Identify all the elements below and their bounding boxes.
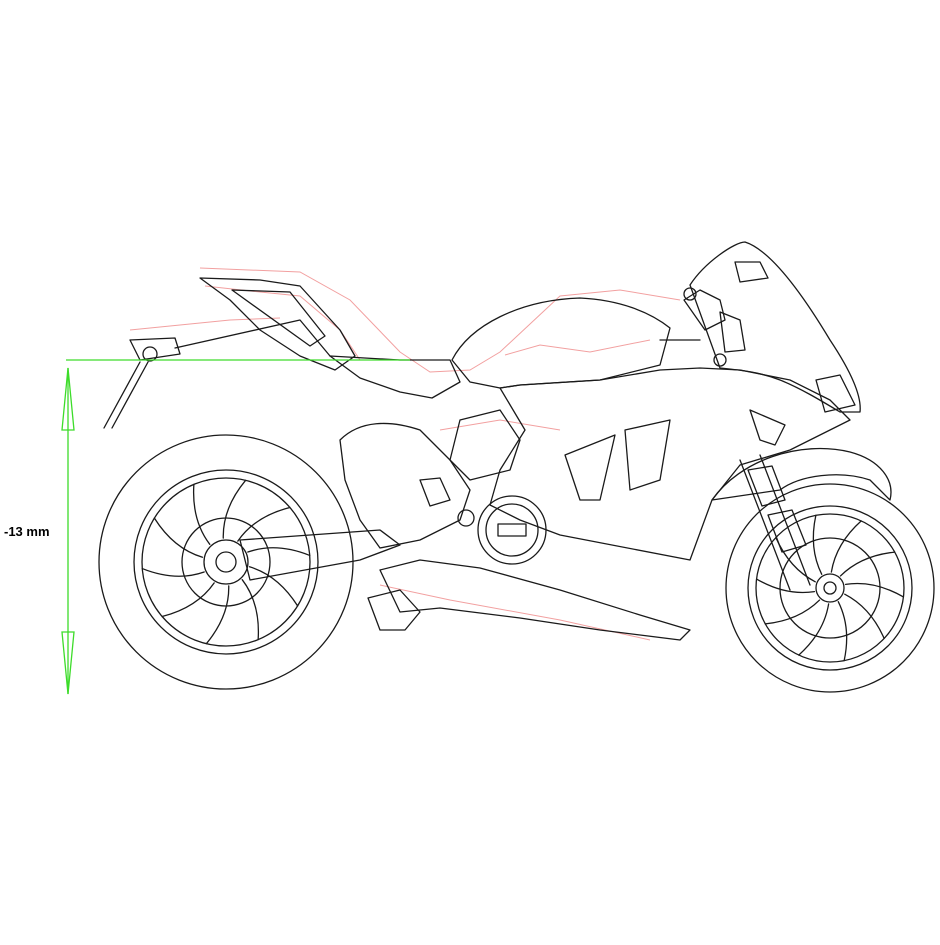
front-wheel — [725, 483, 935, 693]
front-wheel-spoke — [812, 514, 823, 575]
front-fairing — [689, 241, 861, 413]
tail-section — [199, 277, 356, 371]
dimension-label: -13 mm — [4, 524, 50, 539]
dimension-indicator — [61, 359, 410, 695]
rear-wheel-spoke — [241, 579, 260, 641]
rear-wheel-spoke — [192, 483, 211, 545]
front-fender — [711, 448, 892, 501]
arrowhead-up-icon — [61, 367, 75, 431]
exhaust — [367, 589, 421, 631]
rear-wheel-spoke — [237, 506, 291, 542]
rear-wheel-spoke — [153, 517, 204, 558]
front-wheel-spoke — [837, 601, 848, 662]
side-fairing — [489, 367, 851, 561]
front-wheel-spoke — [844, 593, 885, 640]
rear-wheel-spoke — [222, 479, 247, 539]
front-wheel-spoke — [798, 603, 830, 656]
swingarm — [239, 529, 401, 581]
rear-wheel-spoke — [141, 567, 205, 577]
seat — [329, 355, 461, 399]
front-wheel-spoke — [755, 578, 816, 594]
belly-pan — [379, 559, 691, 641]
front-wheel-spoke — [839, 551, 896, 577]
rear-wheel-spoke — [247, 547, 311, 557]
front-fork — [739, 454, 811, 591]
license-plate-holder — [103, 361, 149, 429]
rear-wheel-spoke — [205, 585, 230, 645]
handlebar — [659, 289, 726, 341]
front-wheel-spoke — [830, 520, 862, 573]
arrowhead-down-icon — [61, 631, 75, 695]
rear-wheel-spoke — [248, 566, 299, 607]
front-wheel-spoke — [764, 599, 821, 625]
engine — [339, 409, 547, 565]
fuel-tank — [451, 297, 671, 389]
front-wheel-spoke — [844, 582, 905, 598]
rear-wheel-spoke — [161, 582, 215, 618]
rear-wheel — [98, 434, 354, 690]
